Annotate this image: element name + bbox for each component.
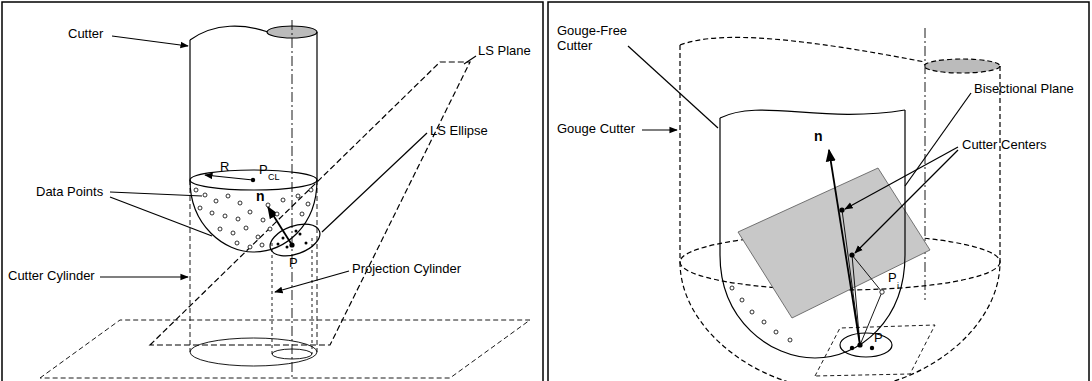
center-points — [839, 207, 874, 350]
part-name: Cutter Cylinder — [8, 269, 95, 284]
part-name: Projection Cylinder — [352, 262, 461, 277]
part-name: Data Points — [36, 185, 103, 200]
vector-name: n — [814, 128, 823, 144]
part-name: LS Ellipse — [430, 124, 488, 139]
vector-name: n — [256, 188, 265, 204]
part-name: Cutter — [68, 27, 103, 42]
part-name: LS Plane — [478, 44, 531, 59]
data-points — [194, 188, 313, 249]
part-name: Cutter Centers — [962, 138, 1047, 153]
part-name: Bisectional Plane — [974, 82, 1074, 97]
point-subscript: CL — [268, 172, 280, 182]
panel-frame — [2, 2, 543, 381]
right-figure — [628, 28, 1000, 381]
part-name: Gouge Cutter — [557, 122, 635, 137]
point-name: P — [888, 271, 897, 286]
part-name: Gouge-Free Cutter — [557, 24, 629, 54]
left-figure — [40, 20, 530, 378]
ellipse-points — [251, 178, 308, 249]
data-points — [730, 286, 884, 342]
point-subscript: i — [897, 281, 899, 291]
dimension-label: R — [220, 160, 229, 175]
point-name: P — [259, 163, 268, 178]
panel-frame — [548, 2, 1089, 381]
point-name: P — [289, 256, 298, 271]
point-name: P — [874, 331, 883, 346]
